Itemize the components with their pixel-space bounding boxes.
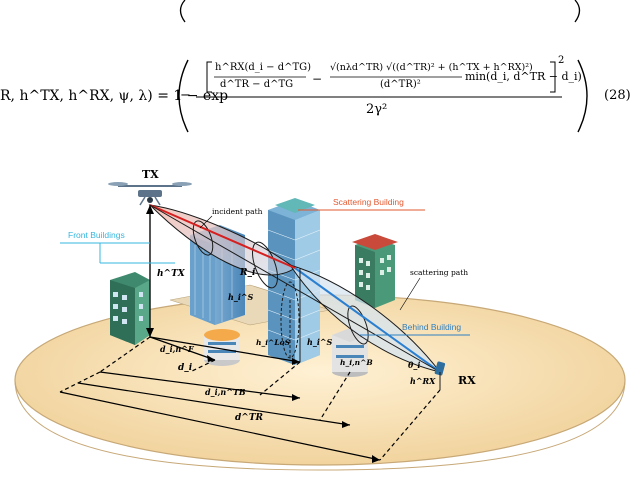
equation-number: (28) [604,88,631,103]
cross-section-mid [252,241,278,289]
rx-phone-icon [434,361,446,376]
cross-section-incident [192,220,214,256]
front-buildings-callout [60,242,175,264]
d-i-n-f-label: d_i,n^F [160,344,195,354]
equation-num-mid: √(nλd^TR) √((d^TR)² + (h^TX + h^RX)²) [330,62,533,73]
equation-num-mid-den: (d^TR)² [380,79,421,90]
scattering-diagram: TX RX Front Buildings [14,168,626,471]
cross-section-scatter [347,305,369,345]
h-i-los-label: h_i^LoS [256,338,291,347]
scattering-ray [294,267,441,373]
equation-num-left: h^RX(d_i − d^TG) [215,62,312,73]
equation-num-right: min(d_i, d^TR − d_i) [465,70,582,83]
h-i-b-label: h_i,n^B [340,358,373,367]
equation-block: R, h^TX, h^RX, ψ, λ) = 1 − exp h^RX(d_i … [0,0,640,140]
h-i-s-left-label: h_i^S [228,292,254,302]
dimension-arrows [146,205,380,463]
ground-disk-edge [14,379,626,471]
los-ray [149,204,441,373]
r-i-label: R_i [239,268,256,278]
d-i-n-tb-label: d_i,n^TB [205,387,246,397]
incident-ray [149,204,296,269]
rx-label: RX [458,374,476,387]
behind-building-label: Behind Building [402,322,461,332]
h-rx-label: h^RX [410,376,436,386]
right-building [352,234,398,308]
h-i-s-right-label: h_i^S [307,337,333,347]
front-building-left [110,272,150,345]
tx-label: TX [142,168,159,181]
d-tr-label: d^TR [235,413,264,423]
equation-lhs: R, h^TX, h^RX, ψ, λ) = 1 − exp [0,88,229,104]
equation-brackets [178,0,588,133]
equation-exponent: 2 [558,55,565,66]
front-buildings-label: Front Buildings [68,230,125,240]
h-tx-label: h^TX [157,269,186,279]
scattering-building-label: Scattering Building [333,197,404,207]
front-building-round [204,329,240,366]
equation-denominator: 2γ² [366,102,388,117]
d-i-label: d_i [178,363,193,373]
tx-drone-icon [108,182,192,206]
equation-num-left-den: d^TR − d^TG [220,79,294,90]
scattering-path-label: scattering path [410,268,468,277]
theta-i-label: θ_i [408,360,420,370]
dimension-lines [59,336,441,461]
incident-path-label: incident path [212,207,263,216]
